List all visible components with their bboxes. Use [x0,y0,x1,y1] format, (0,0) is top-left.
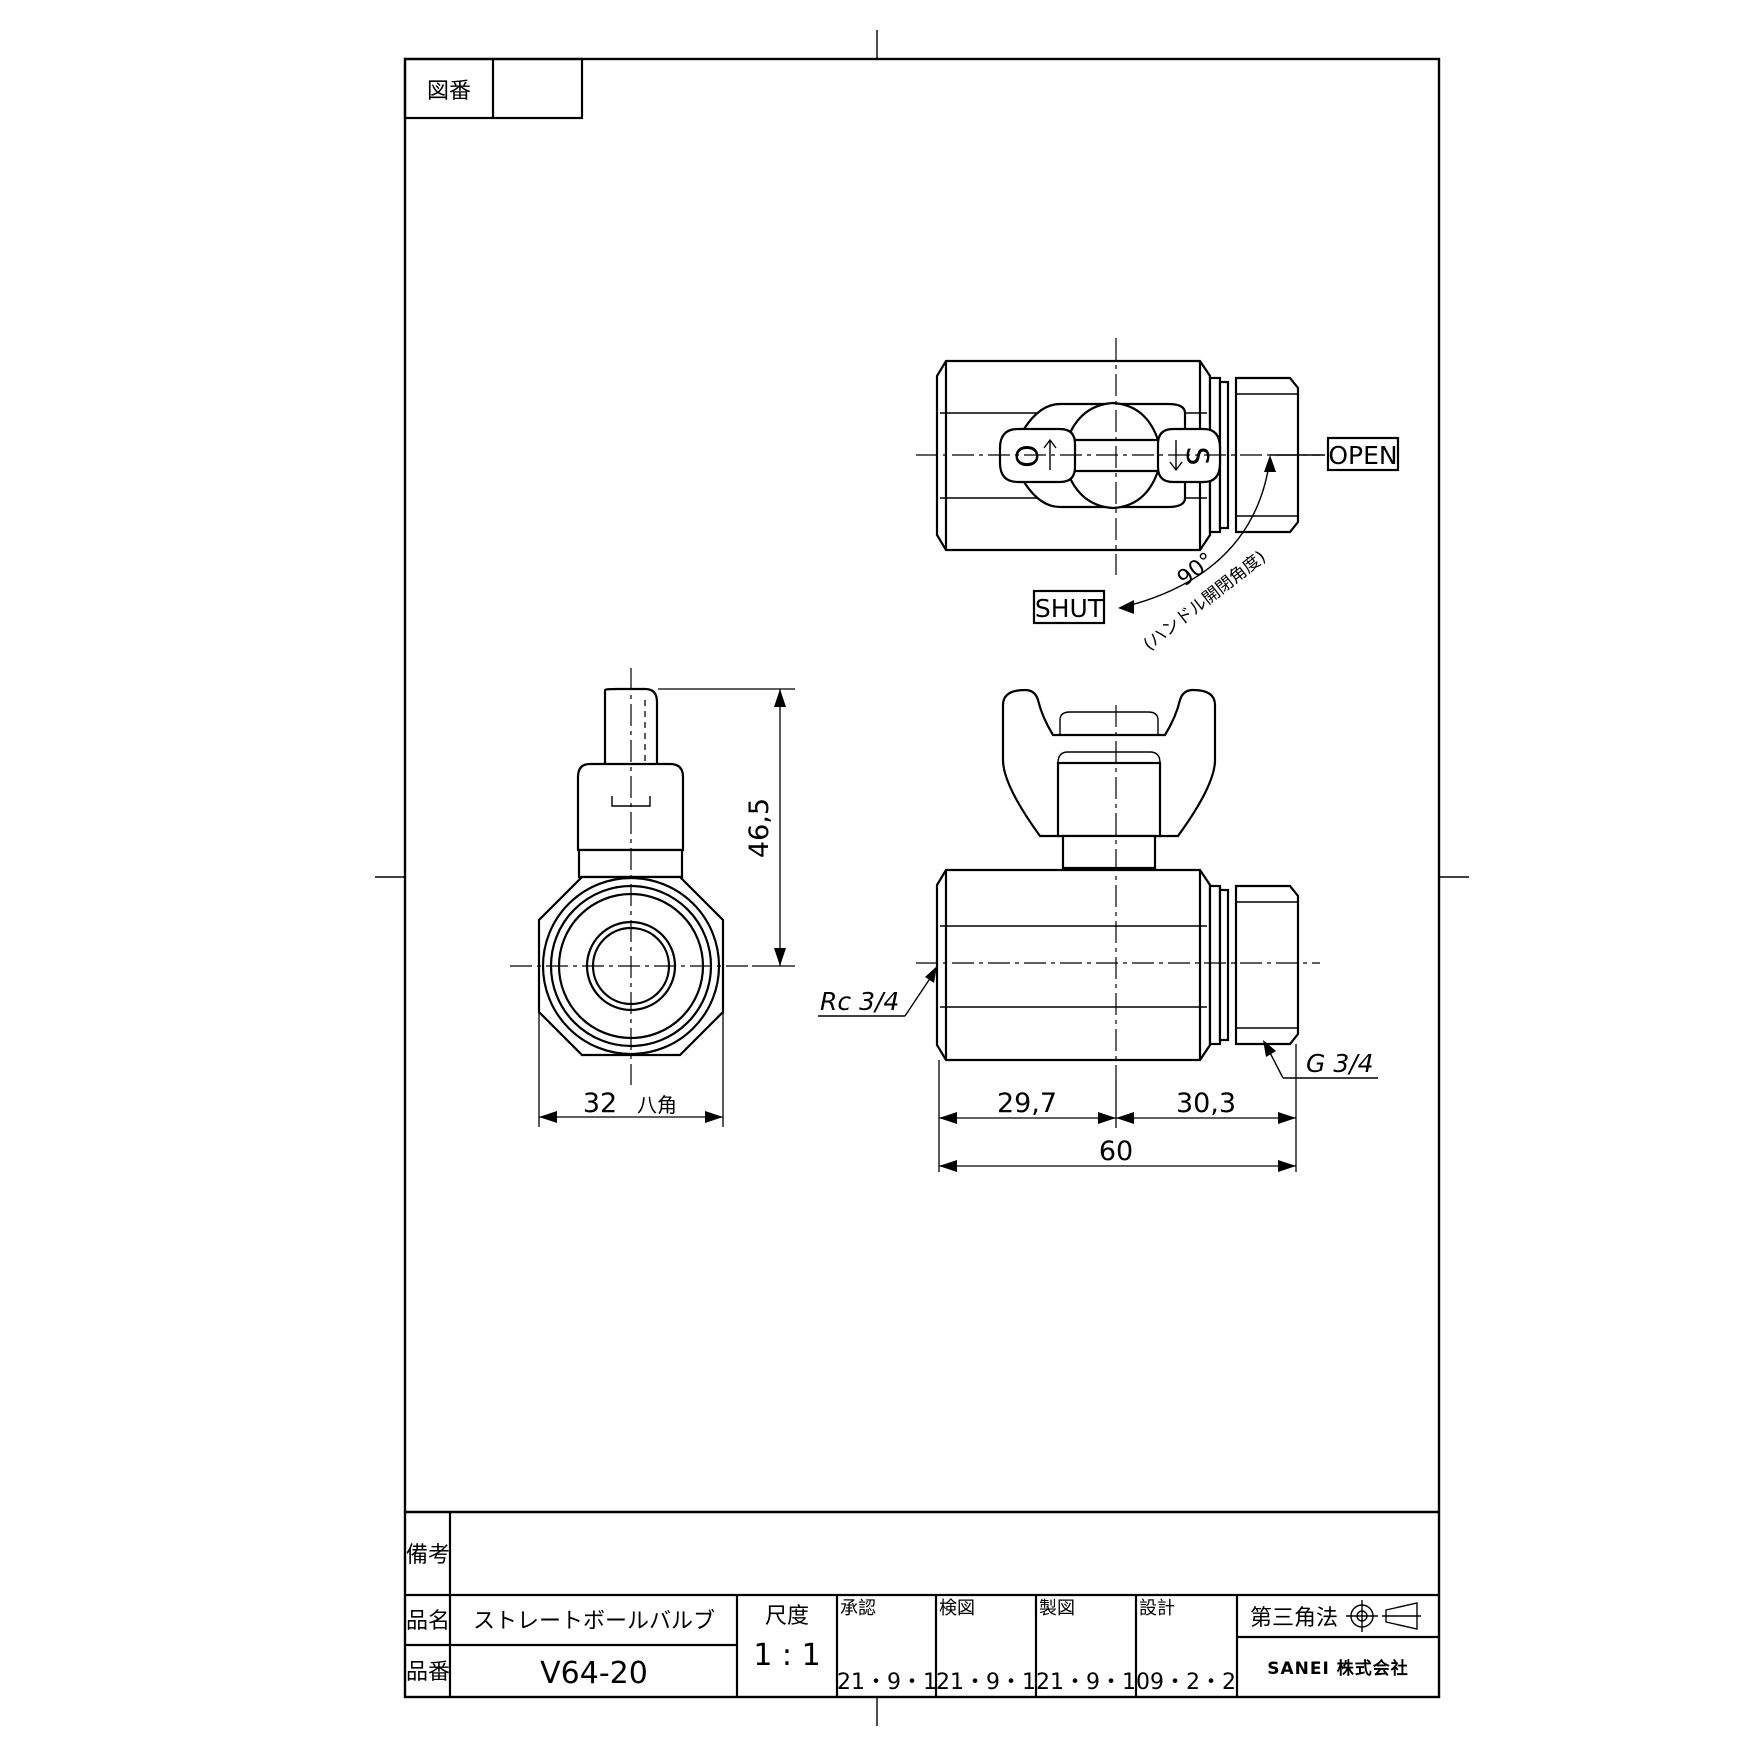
thread-left-label: Rc 3/4 [820,987,899,1016]
thread-right-label: G 3/4 [1306,1049,1374,1078]
shut-label: SHUT [1035,594,1104,623]
dimension-total: 60 [1099,1136,1133,1167]
dimension-right: 30,3 [1176,1088,1236,1119]
front-view: Rc 3/4 G 3/4 29,7 30,3 60 [818,688,1378,1172]
name-label: 品名 [406,1609,450,1634]
name-value: ストレートボールバルブ [473,1609,715,1634]
company-name: SANEI 株式会社 [1267,1658,1408,1679]
drafting-label: 製図 [1039,1598,1075,1619]
height-dimension: 46,5 [744,798,775,858]
scale-label: 尺度 [765,1604,809,1629]
width-note: 八角 [637,1093,677,1117]
title-block: 備考 品名 ストレートボールバルブ 品番 V64-20 尺度 1 : 1 承認 … [405,1510,1439,1697]
drawing-number-box: 図番 [403,57,584,120]
third-angle-projection-icon [1346,1600,1421,1632]
check-date: 21・9・1 [936,1670,1036,1695]
part-number-label: 品番 [406,1660,450,1685]
side-view: 46,5 32 八角 [510,668,795,1127]
projection-label: 第三角法 [1250,1606,1338,1631]
part-number-value: V64-20 [540,1656,648,1691]
approval-label: 承認 [840,1598,876,1619]
handle-mark-right: S [1179,446,1214,465]
check-label: 検図 [939,1598,975,1619]
drawing-number-label: 図番 [427,79,471,104]
top-view-handle: O S [998,401,1222,510]
remarks-label: 備考 [406,1543,450,1568]
width-dimension: 32 [583,1088,617,1119]
design-label: 設計 [1139,1598,1175,1619]
handle-mark-left: O [1008,444,1043,468]
dimension-left: 29,7 [997,1088,1057,1119]
sheet-frame [375,30,1469,1726]
scale-value: 1 : 1 [753,1638,820,1673]
top-view: O S OPEN SHUT 90° (ハンドル開閉角度) [916,338,1400,655]
design-date: 09・2・2 [1136,1670,1236,1695]
drafting-date: 21・9・1 [1036,1670,1136,1695]
approval-date: 21・9・1 [837,1670,937,1695]
open-label: OPEN [1328,441,1397,470]
